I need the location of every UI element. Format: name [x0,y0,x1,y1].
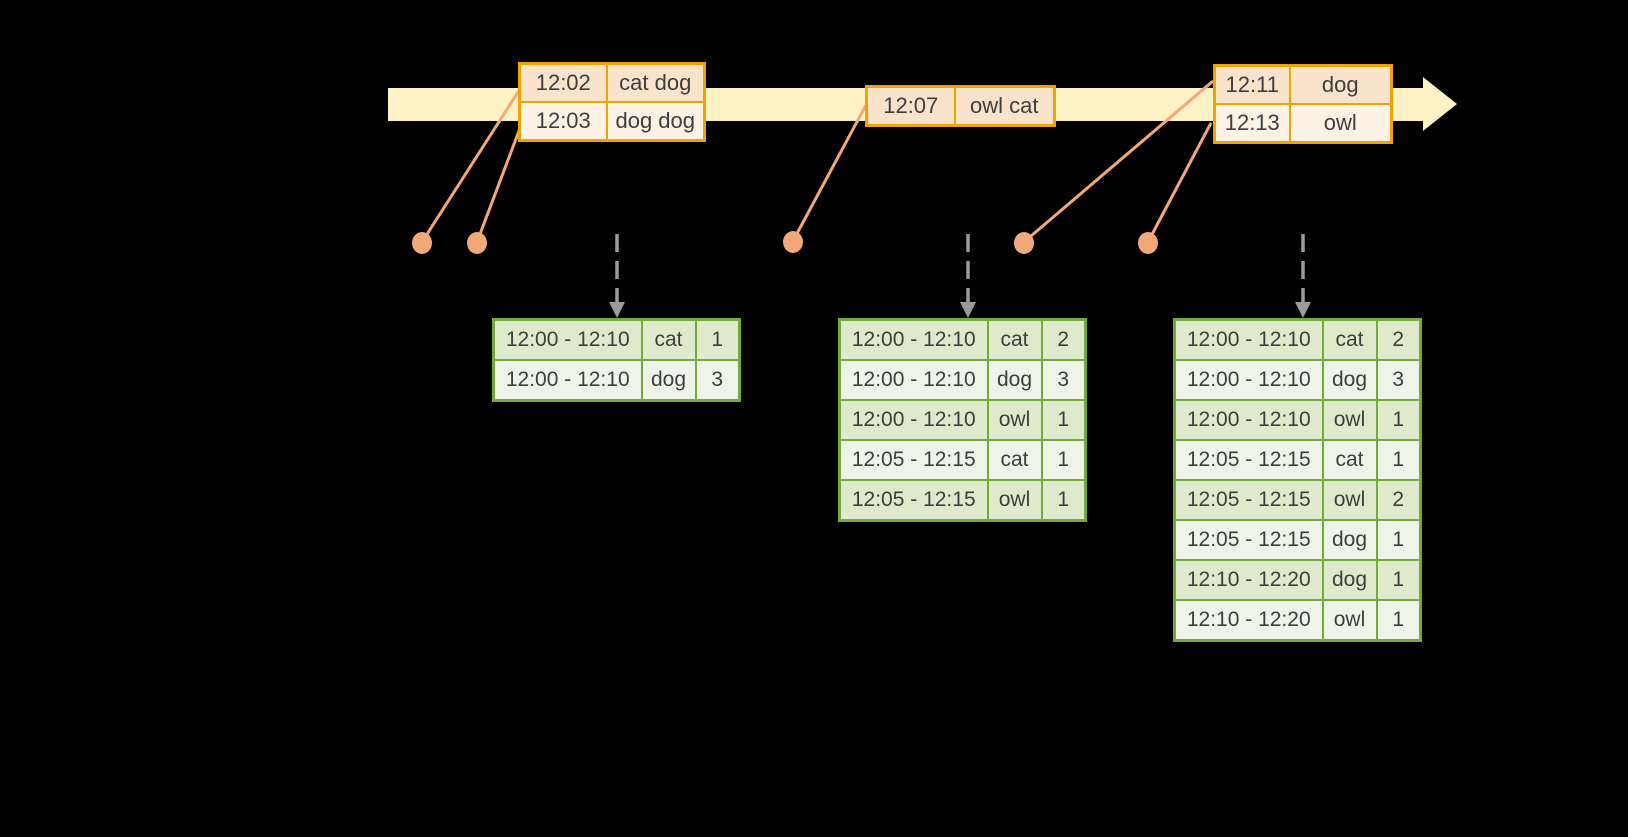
table-row: 12:05 - 12:15 owl 1 [838,479,1087,522]
event-table-3: 12:11 dog 12:13 owl [1213,64,1393,144]
word-cell: dog [1321,559,1378,601]
table-row: 12:00 - 12:10 dog 3 [1173,359,1422,401]
event-line [1146,122,1213,243]
result-table-3: 12:00 - 12:10 cat 2 12:00 - 12:10 dog 3 … [1173,318,1422,642]
table-row: 12:10 - 12:20 owl 1 [1173,599,1422,642]
count-cell: 2 [1375,479,1422,521]
word-cell: cat [640,318,697,361]
table-row: 12:10 - 12:20 dog 1 [1173,559,1422,601]
count-cell: 2 [1375,318,1422,361]
table-row: 12:11 dog [1213,64,1393,105]
count-cell: 1 [1040,399,1087,441]
count-cell: 1 [1040,479,1087,522]
window-cell: 12:00 - 12:10 [1173,359,1324,401]
window-cell: 12:05 - 12:15 [1173,479,1324,521]
table-row: 12:00 - 12:10 cat 1 [492,318,741,361]
word-cell: owl [1321,479,1378,521]
result-table-2: 12:00 - 12:10 cat 2 12:00 - 12:10 dog 3 … [838,318,1087,522]
timeline-arrow-icon [1423,77,1457,131]
table-row: 12:02 cat dog [518,62,706,103]
count-cell: 1 [694,318,741,361]
window-cell: 12:00 - 12:10 [492,318,643,361]
event-dot-icon [783,231,803,253]
event-connector-lines [420,79,1214,244]
event-time-cell: 12:02 [518,62,608,103]
table-row: 12:00 - 12:10 owl 1 [838,399,1087,441]
table-row: 12:13 owl [1213,103,1393,144]
window-cell: 12:00 - 12:10 [492,359,643,402]
table-row: 12:00 - 12:10 cat 2 [1173,318,1422,361]
window-cell: 12:10 - 12:20 [1173,559,1324,601]
event-table-2: 12:07 owl cat [865,85,1056,127]
word-cell: owl [1321,399,1378,441]
table-row: 12:00 - 12:10 dog 3 [838,359,1087,401]
event-table-1: 12:02 cat dog 12:03 dog dog [518,62,706,142]
event-time-cell: 12:13 [1213,103,1291,144]
arrowhead-icon [609,302,625,318]
event-words-cell: dog [1288,64,1393,105]
count-cell: 3 [694,359,741,402]
event-time-cell: 12:03 [518,101,608,142]
word-cell: dog [1321,519,1378,561]
table-row: 12:00 - 12:10 owl 1 [1173,399,1422,441]
event-dot-icon [1014,232,1034,254]
event-words-cell: cat dog [605,62,706,103]
window-cell: 12:00 - 12:10 [838,399,989,441]
word-cell: dog [1321,359,1378,401]
event-dot-icon [467,232,487,254]
arrowhead-icon [1295,302,1311,318]
event-words-cell: owl [1288,103,1393,144]
table-row: 12:05 - 12:15 dog 1 [1173,519,1422,561]
event-line [791,104,868,242]
count-cell: 3 [1040,359,1087,401]
event-words-cell: owl cat [953,85,1056,127]
table-row: 12:05 - 12:15 cat 1 [1173,439,1422,481]
count-cell: 1 [1375,559,1422,601]
word-cell: owl [986,399,1043,441]
count-cell: 1 [1040,439,1087,481]
arrowhead-icon [960,302,976,318]
word-cell: owl [1321,599,1378,642]
event-line [1023,79,1214,244]
window-cell: 12:00 - 12:10 [1173,318,1324,361]
event-line [475,122,524,243]
table-row: 12:05 - 12:15 owl 2 [1173,479,1422,521]
window-cell: 12:05 - 12:15 [838,439,989,481]
word-cell: dog [640,359,697,402]
count-cell: 3 [1375,359,1422,401]
trigger-arrows [609,234,1311,318]
table-row: 12:03 dog dog [518,101,706,142]
word-cell: owl [986,479,1043,522]
window-cell: 12:05 - 12:15 [1173,439,1324,481]
table-row: 12:00 - 12:10 cat 2 [838,318,1087,361]
count-cell: 1 [1375,599,1422,642]
word-cell: cat [986,439,1043,481]
window-cell: 12:00 - 12:10 [838,359,989,401]
word-cell: dog [986,359,1043,401]
result-table-1: 12:00 - 12:10 cat 1 12:00 - 12:10 dog 3 [492,318,741,402]
table-row: 12:05 - 12:15 cat 1 [838,439,1087,481]
word-cell: cat [1321,439,1378,481]
count-cell: 2 [1040,318,1087,361]
event-time-cell: 12:07 [865,85,956,127]
window-cell: 12:05 - 12:15 [838,479,989,522]
count-cell: 1 [1375,399,1422,441]
count-cell: 1 [1375,519,1422,561]
window-cell: 12:00 - 12:10 [1173,399,1324,441]
table-row: 12:00 - 12:10 dog 3 [492,359,741,402]
window-cell: 12:05 - 12:15 [1173,519,1324,561]
event-time-cell: 12:11 [1213,64,1291,105]
event-line [420,88,522,243]
table-row: 12:07 owl cat [865,85,1056,127]
window-cell: 12:00 - 12:10 [838,318,989,361]
event-words-cell: dog dog [605,101,706,142]
window-cell: 12:10 - 12:20 [1173,599,1324,642]
event-markers [412,231,1158,254]
event-dot-icon [1138,232,1158,254]
count-cell: 1 [1375,439,1422,481]
word-cell: cat [986,318,1043,361]
event-dot-icon [412,232,432,254]
word-cell: cat [1321,318,1378,361]
